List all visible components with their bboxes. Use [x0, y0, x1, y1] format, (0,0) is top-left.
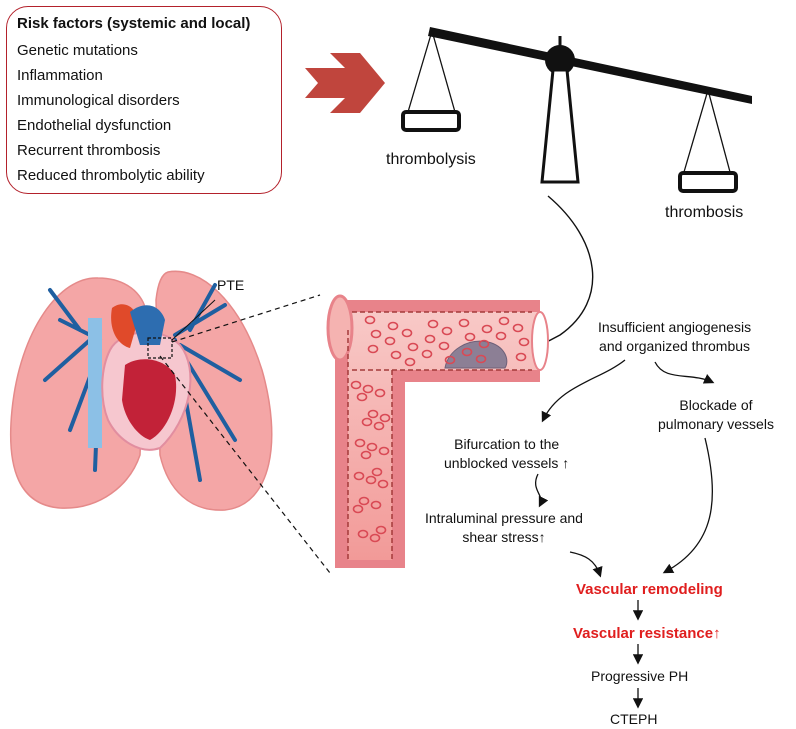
- blood-cell: [367, 409, 379, 419]
- pte-label: PTE: [217, 277, 245, 293]
- blood-cell: [365, 475, 377, 485]
- blood-cell: [438, 341, 450, 351]
- blood-cell: [357, 529, 369, 539]
- blood-cell: [518, 337, 530, 347]
- cteph-text: CTEPH: [610, 711, 658, 727]
- balance-scale: [401, 27, 752, 193]
- blood-cell: [424, 334, 436, 344]
- blood-cell: [464, 332, 476, 342]
- blood-cell: [370, 500, 382, 510]
- blood-cell: [373, 421, 385, 431]
- arrow-to-bifurcation: [541, 359, 626, 423]
- blood-cell: [360, 450, 372, 460]
- thrombosis-label: thrombosis: [665, 204, 744, 221]
- insufficient-angiogenesis-text: Insufficient angiogenesis and organized …: [598, 318, 751, 356]
- right-pan: [678, 171, 738, 193]
- thrombolysis-label: thrombolysis: [386, 151, 476, 168]
- blood-cell: [495, 331, 507, 341]
- blood-cell: [364, 315, 376, 325]
- blood-cell: [387, 321, 399, 331]
- blood-cell: [361, 417, 373, 427]
- risk-factor-item: Genetic mutations: [17, 42, 138, 59]
- risk-factor-item: Immunological disorders: [17, 92, 180, 109]
- blood-cell: [375, 525, 387, 535]
- blood-cell: [356, 392, 368, 402]
- arrow-blockade-to-remodeling: [662, 437, 714, 574]
- vascular-resistance-text: Vascular resistance↑: [573, 625, 721, 642]
- blood-cell: [481, 324, 493, 334]
- arrow-to-blockade: [654, 361, 715, 384]
- trachea: [88, 318, 102, 448]
- blood-cell: [358, 496, 370, 506]
- risk-factor-item: Recurrent thrombosis: [17, 142, 161, 159]
- blood-cell: [379, 413, 391, 423]
- balance-stand: [540, 68, 580, 184]
- blockade-line-2: pulmonary vessels: [658, 416, 774, 432]
- blood-cell: [421, 349, 433, 359]
- arrow-pressure-to-remodeling: [569, 551, 603, 578]
- risk-factors-box: Risk factors (systemic and local) Geneti…: [6, 6, 282, 194]
- progressive-ph-text: Progressive PH: [591, 668, 689, 684]
- blood-cell: [444, 355, 456, 365]
- risk-factor-item: Endothelial dysfunction: [17, 117, 172, 134]
- lungs-heart-illustration: [9, 270, 273, 511]
- blood-cell: [441, 326, 453, 336]
- blood-cell: [350, 380, 362, 390]
- insufficient-line-2: and organized thrombus: [599, 338, 751, 354]
- blood-cell: [366, 442, 378, 452]
- blood-cell: [407, 342, 419, 352]
- red-right-arrow: [305, 53, 385, 113]
- blockade-line-1: Blockade of: [679, 397, 753, 413]
- balance-pivot: [545, 45, 575, 75]
- blood-cell: [362, 384, 374, 394]
- blood-cell: [377, 479, 389, 489]
- vessel-opening: [326, 294, 354, 362]
- blood-cell: [384, 336, 396, 346]
- blood-cell: [498, 316, 510, 326]
- risk-factor-item: Reduced thrombolytic ability: [17, 167, 205, 184]
- balance-beam: [428, 27, 752, 104]
- blood-cell: [458, 318, 470, 328]
- blood-cell: [478, 339, 490, 349]
- risk-factors-title: Risk factors (systemic and local): [17, 15, 251, 32]
- left-lung: [9, 277, 147, 509]
- pressure-line-1: Intraluminal pressure and: [425, 510, 583, 526]
- vascular-remodeling-text: Vascular remodeling: [576, 581, 723, 598]
- bifurcation-text: Bifurcation to the unblocked vessels ↑: [444, 435, 569, 473]
- blood-cell: [353, 471, 365, 481]
- insufficient-line-1: Insufficient angiogenesis: [598, 319, 752, 335]
- blood-cell: [374, 388, 386, 398]
- left-pan: [401, 110, 461, 132]
- blood-cell: [475, 354, 487, 364]
- blood-vessel: [326, 294, 549, 568]
- zoom-line-top: [171, 294, 321, 343]
- blood-cell: [461, 347, 473, 357]
- bifurcation-line-1: Bifurcation to the: [454, 436, 560, 452]
- pressure-text: Intraluminal pressure and shear stress↑: [425, 509, 583, 547]
- blockade-text: Blockade of pulmonary vessels: [658, 396, 774, 434]
- blood-cell: [370, 329, 382, 339]
- blood-cell: [515, 352, 527, 362]
- blood-cell: [390, 350, 402, 360]
- arrow-to-pressure: [534, 473, 549, 508]
- risk-factor-item: Inflammation: [17, 67, 103, 84]
- blood-cell: [369, 533, 381, 543]
- blood-cell: [378, 446, 390, 456]
- blood-cell: [401, 328, 413, 338]
- zoom-line-bottom: [159, 355, 331, 574]
- blood-cell: [512, 323, 524, 333]
- blood-cell: [404, 357, 416, 367]
- pressure-line-2: shear stress↑: [462, 529, 546, 545]
- blood-cell: [371, 467, 383, 477]
- blood-cell: [367, 344, 379, 354]
- bifurcation-line-2: unblocked vessels ↑: [444, 455, 570, 471]
- blood-cell: [354, 438, 366, 448]
- pte-marker-box: [147, 337, 173, 359]
- blood-cell: [427, 319, 439, 329]
- blood-cell: [352, 504, 364, 514]
